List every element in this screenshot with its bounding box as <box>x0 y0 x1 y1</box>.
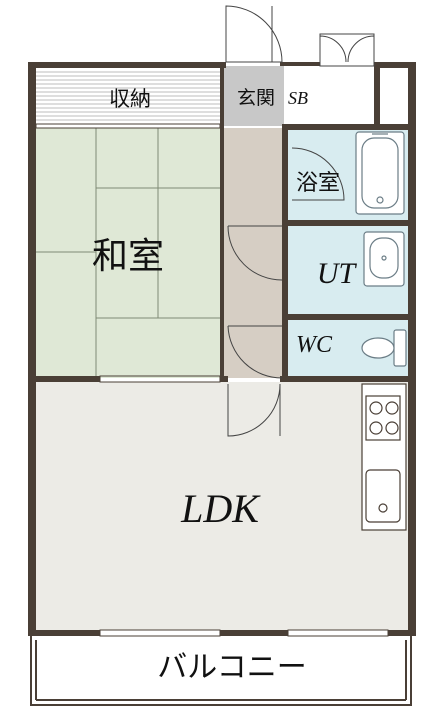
walls <box>28 62 416 636</box>
shoebox-doors <box>319 33 375 67</box>
ldk-label: LDK <box>180 486 261 531</box>
entrance-floor <box>224 66 284 126</box>
ldk-floor <box>36 382 408 630</box>
balcony-floor <box>30 636 412 704</box>
washitsu-label: 和室 <box>92 236 164 277</box>
window-frames <box>35 123 389 637</box>
corridor-floor <box>224 128 282 378</box>
utility-label: UT <box>317 257 358 290</box>
balcony-railing <box>30 636 412 706</box>
bathtub <box>355 131 405 215</box>
toilet-label: WC <box>296 332 333 358</box>
tatami-lines <box>36 128 220 378</box>
washbasin <box>363 231 405 287</box>
washitsu-floor <box>36 128 220 378</box>
shoebox-area <box>284 66 320 126</box>
storage-label: 収納 <box>109 87 151 111</box>
bath-label: 浴室 <box>296 171 340 196</box>
front-door-swing <box>225 5 283 63</box>
balcony-label: バルコニー <box>157 650 306 685</box>
kitchen-counter <box>361 383 407 531</box>
toilet-fixture <box>361 329 407 367</box>
room-doors <box>227 147 345 437</box>
shoebox-label: SB <box>288 88 308 108</box>
storage-hatching <box>36 71 220 121</box>
entrance-label: 玄関 <box>237 87 275 109</box>
